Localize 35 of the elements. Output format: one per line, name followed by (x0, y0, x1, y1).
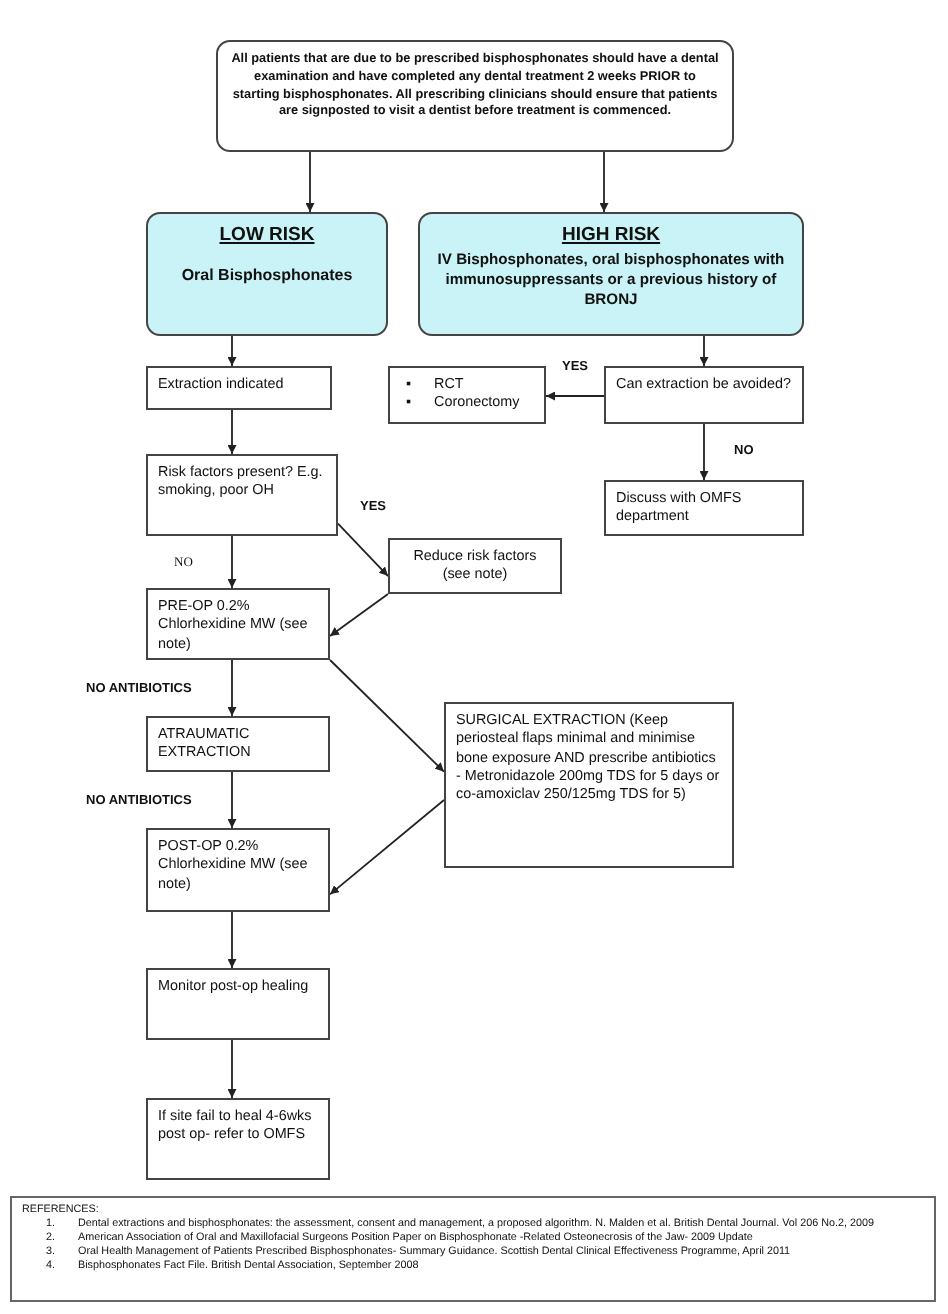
process-box (146, 1098, 330, 1180)
process-box (604, 366, 804, 424)
process-box (146, 828, 330, 912)
option-box (388, 366, 546, 424)
arrow (329, 593, 389, 637)
process-box (146, 454, 338, 536)
arrow (227, 1039, 237, 1099)
arrow (305, 151, 315, 213)
arrow (227, 771, 237, 829)
references-box (10, 1196, 936, 1302)
risk-category-box (418, 212, 804, 336)
arrow (329, 659, 445, 773)
risk-category-box (146, 212, 388, 336)
process-box (146, 716, 330, 772)
arrow (699, 335, 709, 367)
arrow (227, 911, 237, 969)
arrow (227, 659, 237, 717)
arrow (227, 409, 237, 455)
risk-heading: LOW RISK (217, 224, 317, 249)
process-box (444, 702, 734, 868)
risk-heading: HIGH RISK (559, 224, 663, 249)
arrow (329, 799, 445, 896)
arrow (699, 423, 709, 481)
process-box (146, 968, 330, 1040)
process-box (604, 480, 804, 536)
risk-description: Oral Bisphosphonates (179, 266, 355, 288)
process-box (146, 588, 330, 660)
arrow (227, 535, 237, 589)
process-box (146, 366, 332, 410)
arrow (545, 391, 605, 401)
arrow (599, 151, 609, 213)
arrow (337, 522, 389, 577)
arrow (227, 335, 237, 367)
process-box (388, 538, 562, 594)
note-box (216, 40, 734, 152)
